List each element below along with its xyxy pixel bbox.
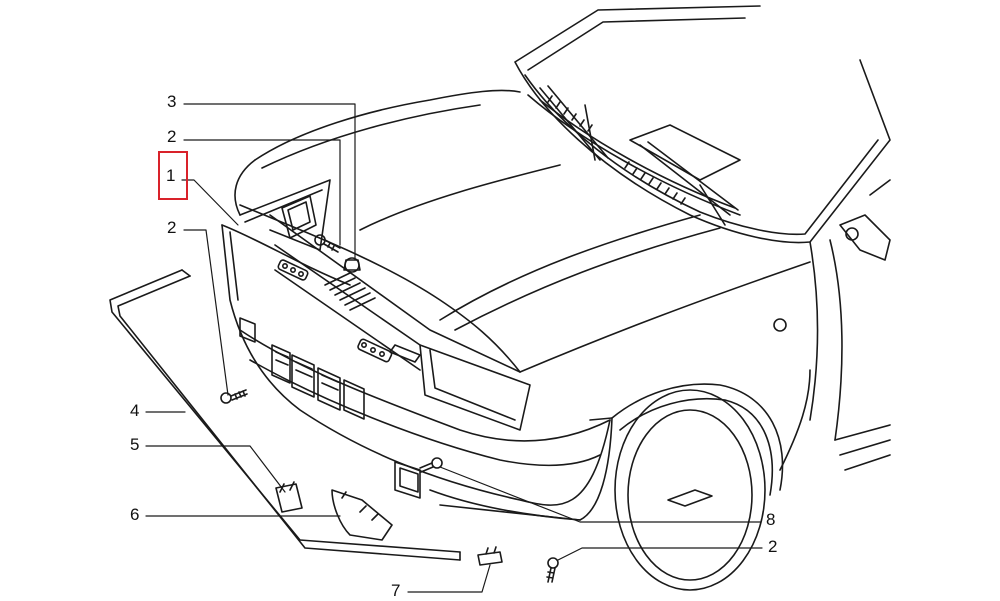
car-body-outline: [234, 5, 891, 471]
callout-1-highlighted: 1: [166, 166, 176, 185]
callout-6: 6: [130, 505, 140, 524]
fastener-screw-top: [314, 234, 341, 253]
callout-8: 8: [766, 510, 776, 529]
highlight-box-part-1: [158, 151, 188, 200]
leader-lines: [145, 103, 763, 593]
callout-4: 4: [130, 401, 140, 420]
front-grille-panel: [269, 214, 531, 431]
fastener-screw-left: [220, 389, 248, 404]
side-bracket: [331, 489, 393, 541]
fastener-nut-top: [343, 257, 361, 273]
fastener-screw-right: [419, 457, 443, 473]
front-bumper: [221, 179, 613, 521]
callout-3-top: 3: [167, 92, 177, 111]
callout-2-upper: 2: [167, 127, 177, 146]
bumper-trim-strip: [109, 269, 461, 561]
fastener-screw-bottom: [546, 557, 559, 583]
callout-2-left: 2: [167, 218, 177, 237]
callout-5: 5: [130, 435, 140, 454]
front-wheel: [611, 383, 784, 591]
callout-7: 7: [391, 581, 401, 600]
retainer-clip: [477, 546, 503, 566]
callout-2-bottom: 2: [768, 537, 778, 556]
trim-clip: [275, 481, 303, 513]
